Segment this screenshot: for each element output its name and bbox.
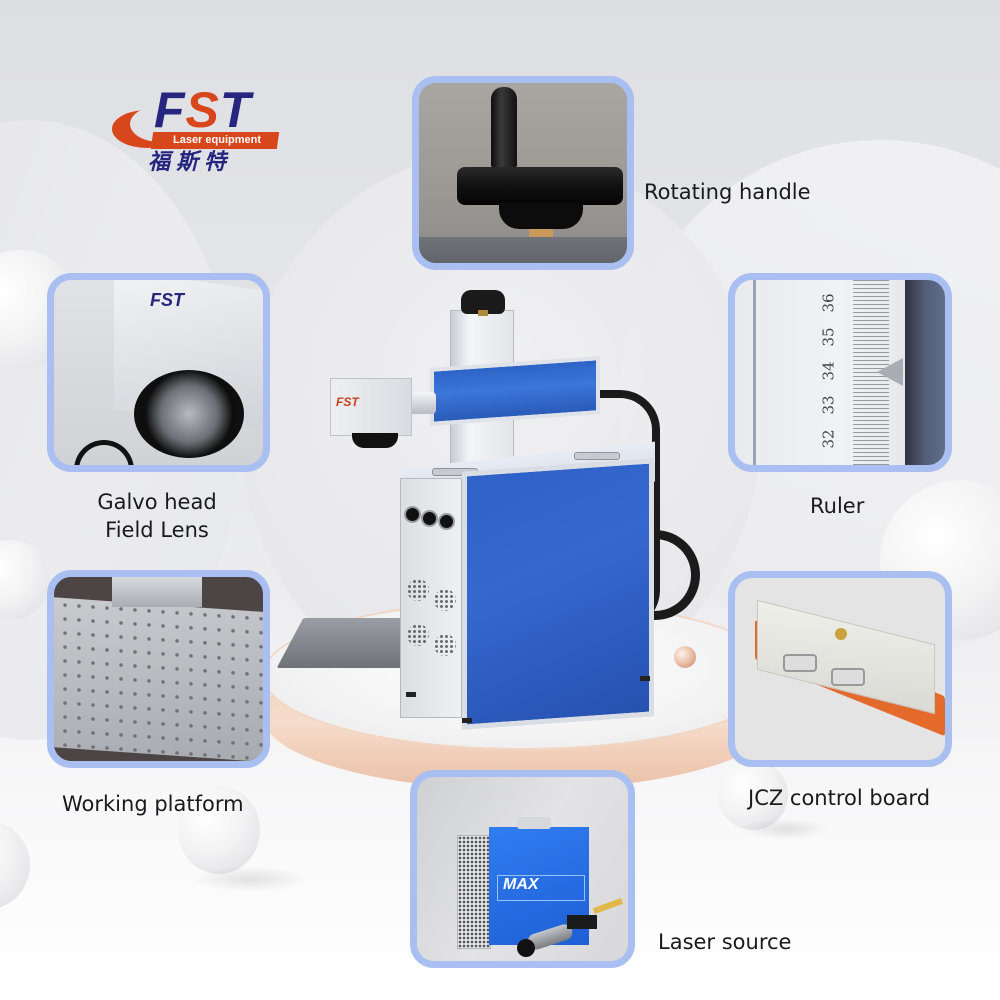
- machine-field-lens: [352, 433, 398, 448]
- rotating-handle-photo: [419, 83, 627, 263]
- vent-icon: [434, 634, 456, 656]
- board-badge-icon: [835, 628, 847, 640]
- ruler-mark: 32: [819, 429, 838, 449]
- machine-foot: [462, 718, 472, 723]
- jcz-control-board-photo: [735, 578, 945, 760]
- logo-letter-s: S: [185, 82, 220, 138]
- decor-sphere: [0, 820, 30, 910]
- decor-sphere: [178, 786, 260, 874]
- laser-source-vent: [457, 835, 491, 949]
- label-galvo-head: Galvo head Field Lens: [52, 488, 262, 544]
- label-working-platform: Working platform: [62, 792, 244, 816]
- field-lens: [134, 370, 244, 458]
- decor-sphere-shadow: [190, 866, 310, 892]
- machine-head-logo: FST: [336, 395, 359, 409]
- db-connector-icon: [831, 668, 865, 686]
- label-rotating-handle: Rotating handle: [644, 180, 811, 204]
- handle-grip: [491, 87, 517, 169]
- switch-knob-icon: [438, 513, 455, 530]
- laser-source-handle: [517, 817, 551, 829]
- label-laser-source: Laser source: [658, 930, 792, 954]
- laser-source-brand: MAX: [503, 876, 539, 893]
- handwheel-hub: [499, 203, 583, 229]
- ruler-mark: 35: [819, 327, 838, 347]
- ruler-rail: [905, 280, 945, 465]
- ruler-pointer-icon: [877, 358, 903, 386]
- logo-letter-t: T: [219, 82, 252, 138]
- switch-knob-icon: [404, 506, 421, 523]
- machine-arm: [430, 356, 600, 426]
- galvo-head-logo: FST: [150, 290, 184, 310]
- vent-icon: [407, 579, 429, 601]
- platform-hole-grid: [54, 596, 263, 761]
- machine-knob-stem: [478, 310, 488, 316]
- ruler-mark: 36: [819, 293, 838, 313]
- feature-card-rotating-handle: [412, 76, 634, 270]
- feature-card-jcz-control-board: [728, 571, 952, 767]
- laser-source-photo: MAX: [417, 777, 628, 961]
- machine-control-switches: [404, 506, 456, 530]
- label-galvo-head-line1: Galvo head: [97, 490, 217, 514]
- working-platform-photo: [54, 577, 263, 761]
- fiber-cable: [592, 898, 624, 914]
- ruler-photo: 32 33 34 35 36: [735, 280, 945, 465]
- handle-base-plate: [419, 237, 627, 263]
- ruler-mark: 33: [819, 395, 838, 415]
- decor-sphere: [718, 760, 788, 830]
- ruler-edge-line: [753, 280, 756, 465]
- decor-sphere-shadow: [740, 818, 830, 840]
- db-connector-icon: [783, 654, 817, 672]
- logo-tagline: Laser equipment: [172, 134, 262, 146]
- feature-card-laser-source: MAX: [410, 770, 635, 968]
- handwheel-screw: [529, 229, 553, 237]
- decor-pearl: [674, 646, 696, 668]
- machine-foot: [640, 676, 650, 681]
- label-ruler: Ruler: [810, 494, 865, 518]
- machine-foot: [406, 692, 416, 697]
- fiber-output-cap: [517, 939, 535, 957]
- laser-source-badge: [497, 875, 585, 901]
- fiber-connector: [567, 915, 597, 929]
- platform-column-base: [112, 577, 202, 607]
- machine-front-panel: [462, 458, 654, 730]
- machine-galvo-head: [330, 378, 412, 436]
- vent-icon: [407, 624, 429, 646]
- logo-chinese-name: 福斯特: [148, 150, 233, 175]
- galvo-cable: [74, 440, 134, 465]
- ruler-mark: 34: [819, 361, 838, 381]
- machine-arm-connector: [408, 392, 436, 414]
- handwheel: [457, 167, 623, 205]
- feature-card-working-platform: [47, 570, 270, 768]
- label-galvo-head-line2: Field Lens: [105, 518, 209, 542]
- machine-carry-handle: [574, 452, 620, 460]
- feature-card-ruler: 32 33 34 35 36: [728, 273, 952, 472]
- label-jcz-control-board: JCZ control board: [748, 786, 931, 810]
- switch-knob-icon: [421, 510, 438, 527]
- logo-letter-f: F: [154, 82, 186, 138]
- vent-icon: [434, 589, 456, 611]
- logo-letters: FST: [154, 82, 251, 138]
- machine-fiber-cable-loop: [640, 530, 700, 620]
- brand-logo: FST Laser equipment 福斯特: [108, 82, 280, 184]
- feature-card-galvo-head: FST: [47, 273, 270, 472]
- galvo-head-photo: FST: [54, 280, 263, 465]
